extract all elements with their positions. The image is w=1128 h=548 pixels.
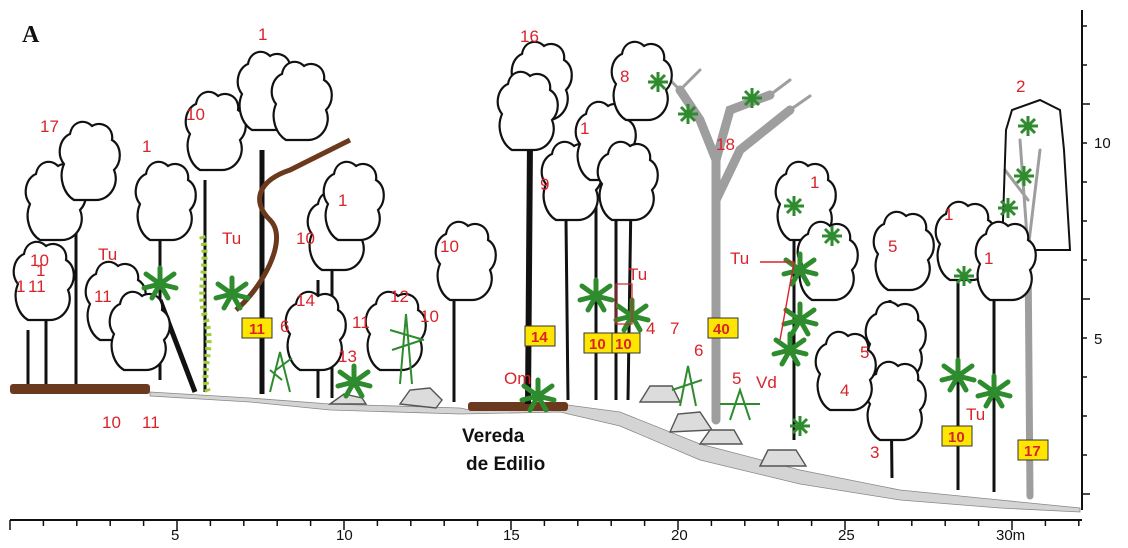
x-tick-label: 30m [996,527,1025,544]
species-label: 11 [142,413,160,432]
species-label: 17 [40,117,59,136]
species-label: 1 [338,191,347,210]
svg-text:17: 17 [1024,443,1041,460]
species-label: 1 [810,173,819,192]
species-label: 10 [102,413,121,432]
species-label: 12 [390,287,409,306]
species-label: 2 [1016,77,1025,96]
species-label: 1 [142,137,151,156]
x-tick-label: 20 [671,527,688,544]
species-label: 5 [888,237,897,256]
height-box: 17 [1018,440,1048,460]
species-label: 1 [580,119,589,138]
species-label: 6 [694,341,703,360]
svg-text:10: 10 [589,336,606,353]
height-box: 11 [242,318,272,338]
species-label: 10 [296,229,315,248]
x-tick-label: 5 [171,527,179,544]
y-tick-label: 5 [1094,331,1102,348]
species-label: 7 [670,319,679,338]
species-label: 8 [620,67,629,86]
species-label: 9 [540,175,549,194]
species-label: 10 [30,251,49,270]
species-label: 10 [440,237,459,256]
species-label: 1 [944,205,953,224]
species-label: 13 [338,347,357,366]
species-label: Tu [222,229,241,248]
species-label: Tu [966,405,985,424]
species-label: 6 [280,317,289,336]
height-box: 10 [612,333,640,353]
path-label-line2: de Edilio [466,454,545,475]
y-axis: 10 5 [1082,10,1111,510]
svg-text:10: 10 [948,429,965,446]
y-tick-label: 10 [1094,135,1111,152]
height-box: 10 [942,426,972,446]
species-label: Tu [98,245,117,264]
species-label: 5 [732,369,741,388]
species-label: 1 [16,277,25,296]
dead-tree-18 [660,70,810,420]
x-tick-label: 10 [336,527,353,544]
species-label: Om [504,369,531,388]
species-label: 14 [296,291,315,310]
svg-text:10: 10 [615,336,632,353]
species-label: 4 [646,319,655,338]
svg-text:40: 40 [713,321,730,338]
svg-text:11: 11 [249,321,265,338]
species-label: 1 [984,249,993,268]
panel-label: A [22,22,40,48]
species-label: 11 [352,313,370,332]
log-center [468,402,568,411]
path-label-line1: Vereda [462,426,525,447]
log-left [10,384,150,394]
green-climber [202,236,209,392]
species-label: Tu [628,265,647,284]
species-label: 11 [28,277,46,296]
height-box: 10 [584,333,612,353]
x-tick-label: 25 [838,527,855,544]
species-label: 11 [94,287,112,306]
species-label: Vd [756,373,777,392]
species-label: 18 [716,135,735,154]
height-box: 40 [708,318,738,338]
y-axis-ticks [1082,26,1090,494]
height-box: 14 [525,326,555,346]
species-label: 3 [870,443,879,462]
x-axis: 5 10 15 20 25 30m [10,520,1082,544]
species-label: 10 [420,307,439,326]
species-label: 4 [840,381,849,400]
x-tick-label: 15 [503,527,520,544]
species-label: 5 [860,343,869,362]
species-label: 1 [258,25,267,44]
species-label: 10 [186,105,205,124]
species-label: Tu [730,249,749,268]
svg-text:14: 14 [531,329,548,346]
species-label: 16 [520,27,539,46]
